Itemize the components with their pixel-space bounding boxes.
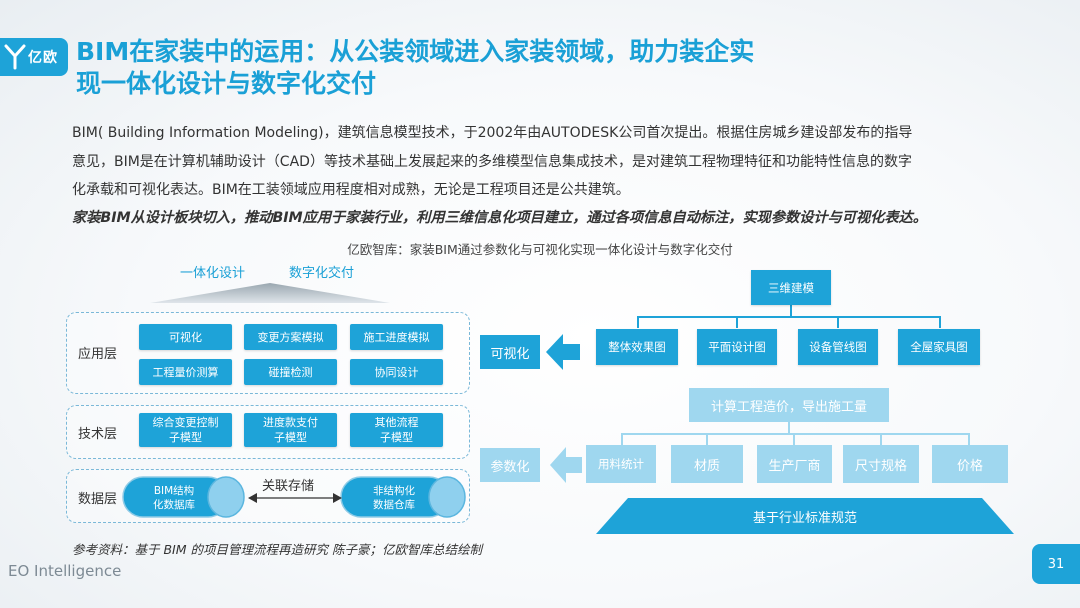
node-material-stats: 用料统计 xyxy=(586,445,656,483)
cell-other-process-model: 其他流程 子模型 xyxy=(350,413,443,447)
cell-visualization: 可视化 xyxy=(139,324,232,350)
cell-payment-model: 进度款支付 子模型 xyxy=(244,413,337,447)
node-furniture-drawing: 全屋家具图 xyxy=(898,329,980,365)
para-line: 化承载和可视化表达。BIM在工装领域应用程度相对成熟，无论是工程项目还是公共建筑… xyxy=(72,182,630,198)
label-digital-delivery: 数字化交付 xyxy=(289,266,355,281)
diagram-caption: 亿欧智库：家装BIM通过参数化与可视化实现一体化设计与数字化交付 xyxy=(347,242,733,257)
footer-brand: EO Intelligence xyxy=(8,562,122,580)
side-label-visualization: 可视化 xyxy=(480,335,540,369)
node-floor-plan: 平面设计图 xyxy=(697,329,777,365)
node-3d-modeling: 三维建模 xyxy=(751,270,831,305)
cell-change-simulation: 变更方案模拟 xyxy=(244,324,337,350)
connector xyxy=(790,305,792,317)
cell-cost-estimate: 工程量价测算 xyxy=(139,359,232,385)
left-arrow-icon xyxy=(546,334,580,370)
connector xyxy=(837,316,839,328)
cell-schedule-simulation: 施工进度模拟 xyxy=(350,324,443,350)
connector xyxy=(968,433,970,445)
para-line: BIM( Building Information Modeling)，建筑信息… xyxy=(72,125,913,141)
structured-db-label: BIM结构 化数据库 xyxy=(153,485,195,511)
cylinder-structured-db xyxy=(122,476,245,518)
node-manufacturer: 生产厂商 xyxy=(757,445,832,483)
application-layer-label: 应用层 xyxy=(78,347,118,362)
connector xyxy=(637,316,941,318)
base-platform xyxy=(596,498,1014,534)
cylinder-unstructured-warehouse xyxy=(340,476,466,518)
cell-collaborative-design: 协同设计 xyxy=(350,359,443,385)
page-title: BIM在家装中的运用：从公装领域进入家装领域，助力装企实 现一体化设计与数字化交… xyxy=(76,36,896,100)
data-layer-label: 数据层 xyxy=(78,492,118,507)
node-cost-calculation: 计算工程造价，导出施工量 xyxy=(689,388,889,422)
brand-logo: 亿欧 xyxy=(0,38,68,76)
base-platform-label: 基于行业标准规范 xyxy=(752,511,857,526)
emphasis-statement: 家装BIM从设计板块切入，推动BIM应用于家装行业，利用三维信息化项目建立，通过… xyxy=(72,210,927,226)
connector xyxy=(621,433,969,435)
connector xyxy=(621,433,623,445)
node-pipeline-drawing: 设备管线图 xyxy=(798,329,878,365)
top-triangle xyxy=(150,283,390,303)
title-line-1: BIM在家装中的运用：从公装领域进入家装领域，助力装企实 xyxy=(76,37,755,66)
source-note: 参考资料：基于 BIM 的项目管理流程再造研究 陈子豪；亿欧智库总结绘制 xyxy=(72,542,482,557)
page-number: 31 xyxy=(1032,544,1080,584)
label-integrated-design: 一体化设计 xyxy=(180,266,246,281)
node-overall-render: 整体效果图 xyxy=(596,329,678,365)
cell-clash-detection: 碰撞检测 xyxy=(244,359,337,385)
connector xyxy=(939,316,941,328)
double-arrow-icon xyxy=(248,493,342,503)
connector xyxy=(793,433,795,445)
connector xyxy=(706,433,708,445)
node-dimensions: 尺寸规格 xyxy=(843,445,919,483)
connector xyxy=(880,433,882,445)
cell-change-control-model: 综合变更控制 子模型 xyxy=(139,413,232,447)
title-line-2: 现一体化设计与数字化交付 xyxy=(76,69,377,98)
left-arrow-light-icon xyxy=(550,447,582,483)
link-label: 关联存储 xyxy=(262,479,315,494)
technical-layer-label: 技术层 xyxy=(78,427,118,442)
connector xyxy=(736,316,738,328)
connector xyxy=(637,316,639,328)
logo-text: 亿欧 xyxy=(28,50,58,66)
node-material: 材质 xyxy=(671,445,743,483)
side-label-parametric: 参数化 xyxy=(480,448,540,482)
intro-paragraph: BIM( Building Information Modeling)，建筑信息… xyxy=(72,119,1022,205)
connector xyxy=(788,422,790,434)
logo-mark-icon xyxy=(4,44,26,70)
unstructured-warehouse-label: 非结构化 数据仓库 xyxy=(373,485,415,511)
para-line: 意见，BIM是在计算机辅助设计（CAD）等技术基础上发展起来的多维模型信息集成技… xyxy=(72,153,912,170)
node-price: 价格 xyxy=(932,445,1008,483)
